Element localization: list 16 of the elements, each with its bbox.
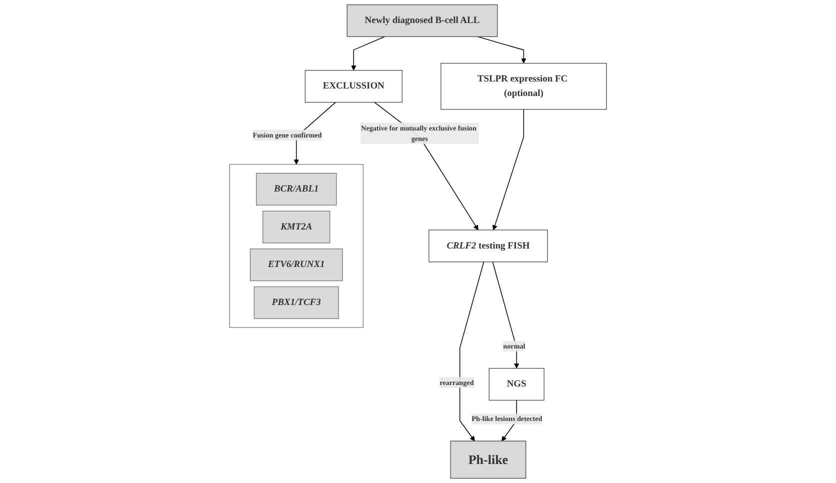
arrow bbox=[477, 36, 526, 64]
cluster bbox=[229, 164, 364, 328]
node-box: Ph-like bbox=[450, 440, 526, 479]
node-box: EXCLUSSION bbox=[304, 70, 402, 103]
node-box: TSLPR expression FC (optional) bbox=[440, 62, 607, 110]
node-box: PBX1/TCF3 bbox=[254, 286, 339, 319]
arrow bbox=[351, 36, 386, 71]
node-box: KMT2A bbox=[262, 210, 330, 244]
arrow bbox=[492, 108, 524, 230]
node-box: CRLF2 testing FISH bbox=[428, 230, 548, 262]
node-box: BCR/ABL1 bbox=[256, 172, 337, 206]
node-box: Newly diagnosed B-cell ALL bbox=[346, 4, 498, 37]
node-box: ETV6/RUNX1 bbox=[250, 248, 343, 282]
node-box: NGS bbox=[488, 368, 544, 401]
arrow bbox=[492, 262, 520, 369]
arrow bbox=[459, 262, 484, 442]
